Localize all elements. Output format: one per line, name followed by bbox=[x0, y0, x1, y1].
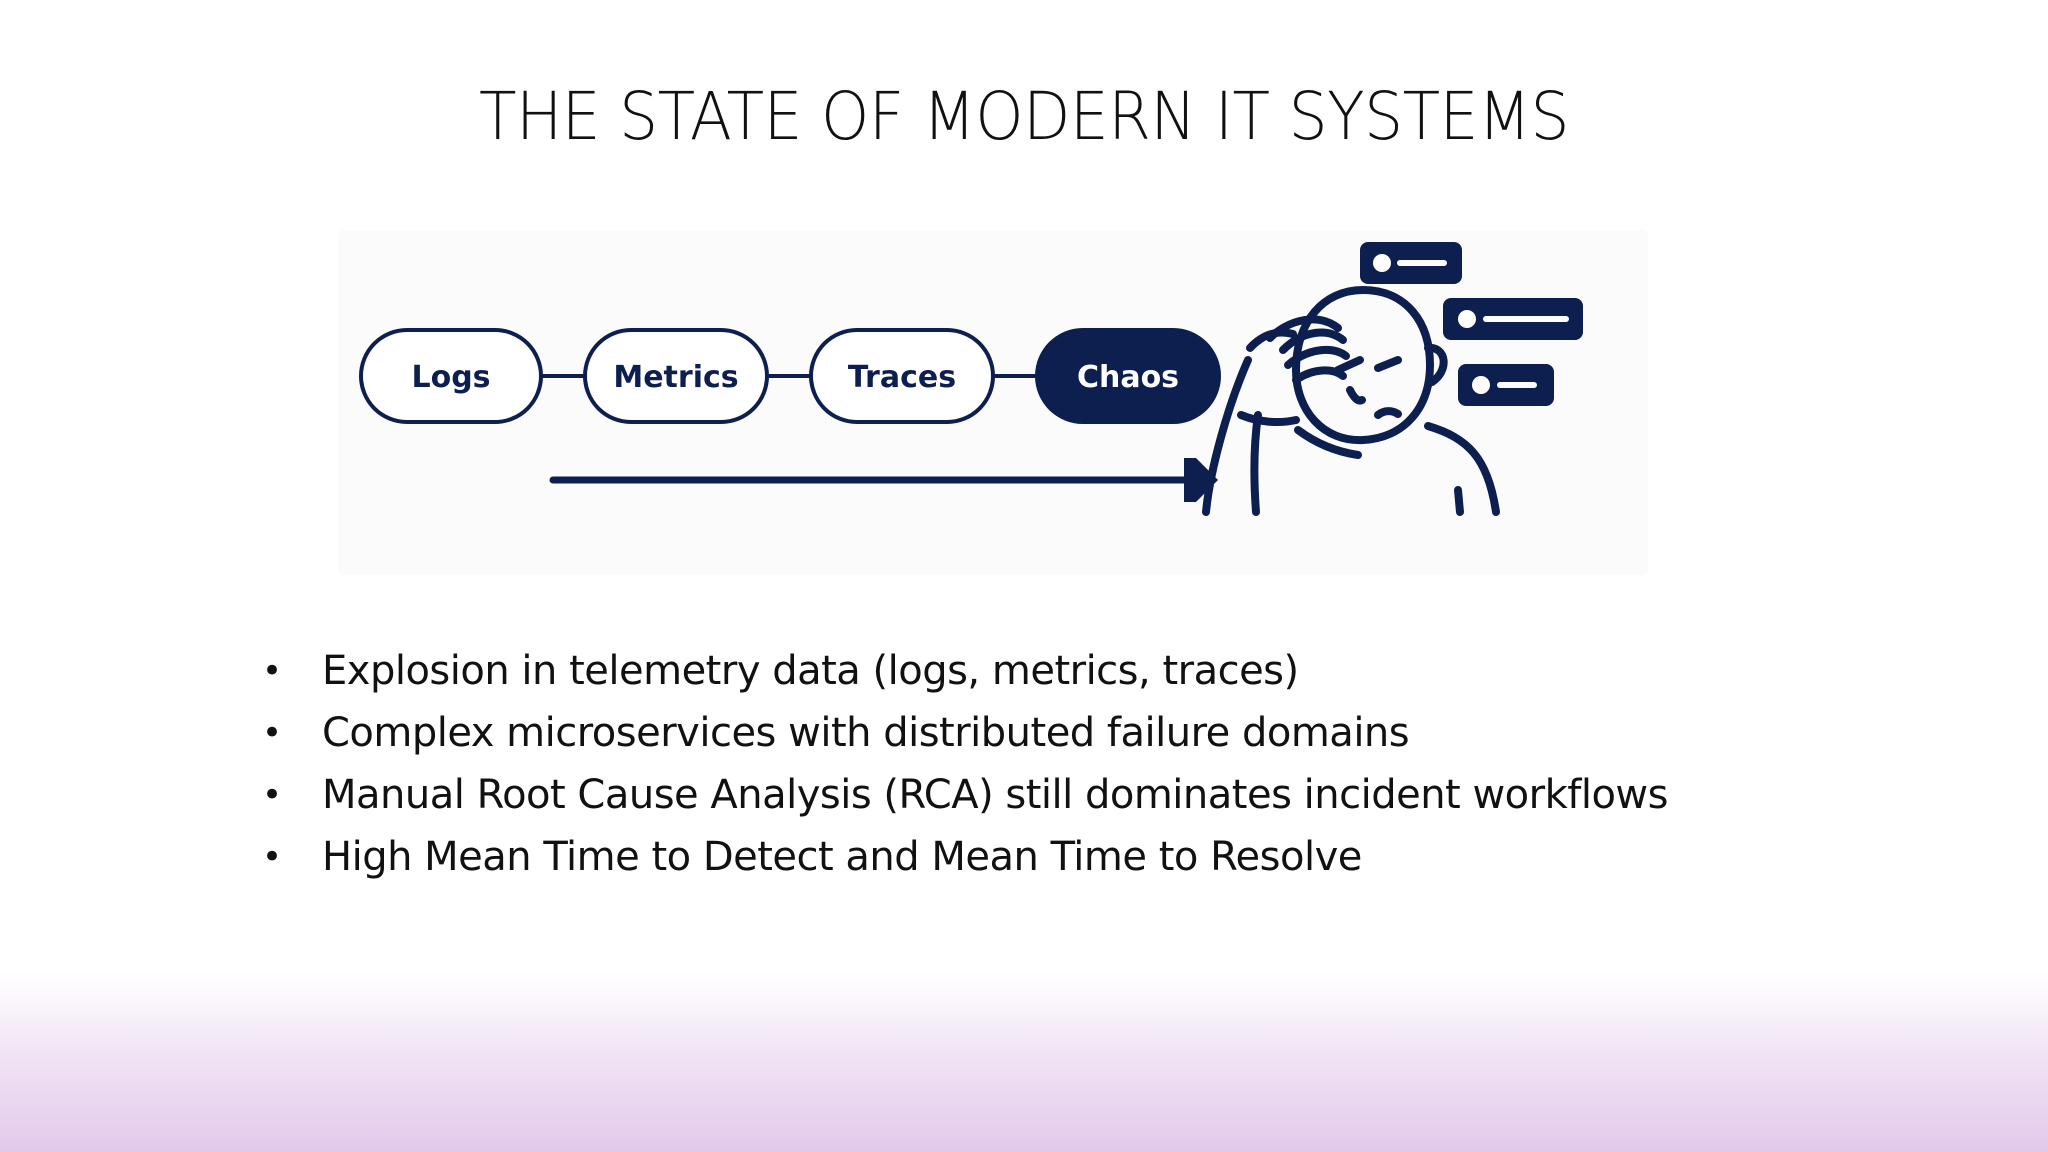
bullet-text: Manual Root Cause Analysis (RCA) still d… bbox=[322, 772, 1668, 818]
bullet-dot: • bbox=[262, 713, 282, 753]
bullet-text: High Mean Time to Detect and Mean Time t… bbox=[322, 834, 1362, 880]
message-card-icon bbox=[1458, 364, 1554, 406]
bullet-item: • Complex microservices with distributed … bbox=[258, 702, 1858, 764]
bullet-text: Explosion in telemetry data (logs, metri… bbox=[322, 648, 1299, 694]
bullet-dot: • bbox=[262, 837, 282, 877]
pill-label: Logs bbox=[411, 360, 490, 395]
pill-metrics: Metrics bbox=[583, 328, 769, 424]
bullet-dot: • bbox=[262, 651, 282, 691]
illustration-svg: Logs Metrics Traces Chaos bbox=[359, 242, 1583, 516]
telemetry-chaos-illustration: Logs Metrics Traces Chaos bbox=[338, 230, 1648, 575]
bullet-list: • Explosion in telemetry data (logs, metr… bbox=[258, 640, 1858, 888]
pill-chaos: Chaos bbox=[1035, 328, 1221, 424]
bullet-item: • High Mean Time to Detect and Mean Time … bbox=[258, 826, 1858, 888]
bullet-item: • Explosion in telemetry data (logs, metr… bbox=[258, 640, 1858, 702]
stressed-person-icon bbox=[1202, 286, 1500, 516]
slide-title: THE STATE OF MODERN IT SYSTEMS bbox=[479, 78, 1569, 155]
pill-traces: Traces bbox=[809, 328, 995, 424]
pill-logs: Logs bbox=[359, 328, 543, 424]
bullet-item: • Manual Root Cause Analysis (RCA) still … bbox=[258, 764, 1858, 826]
pill-label: Metrics bbox=[613, 360, 738, 395]
pill-label: Traces bbox=[848, 360, 956, 395]
bottom-gradient-band bbox=[0, 972, 2048, 1152]
message-card-icon bbox=[1360, 242, 1462, 284]
arrow-right-icon bbox=[549, 458, 1218, 502]
bullet-text: Complex microservices with distributed f… bbox=[322, 710, 1410, 756]
pill-label: Chaos bbox=[1077, 360, 1179, 395]
message-card-icon bbox=[1443, 298, 1583, 340]
bullet-dot: • bbox=[262, 775, 282, 815]
